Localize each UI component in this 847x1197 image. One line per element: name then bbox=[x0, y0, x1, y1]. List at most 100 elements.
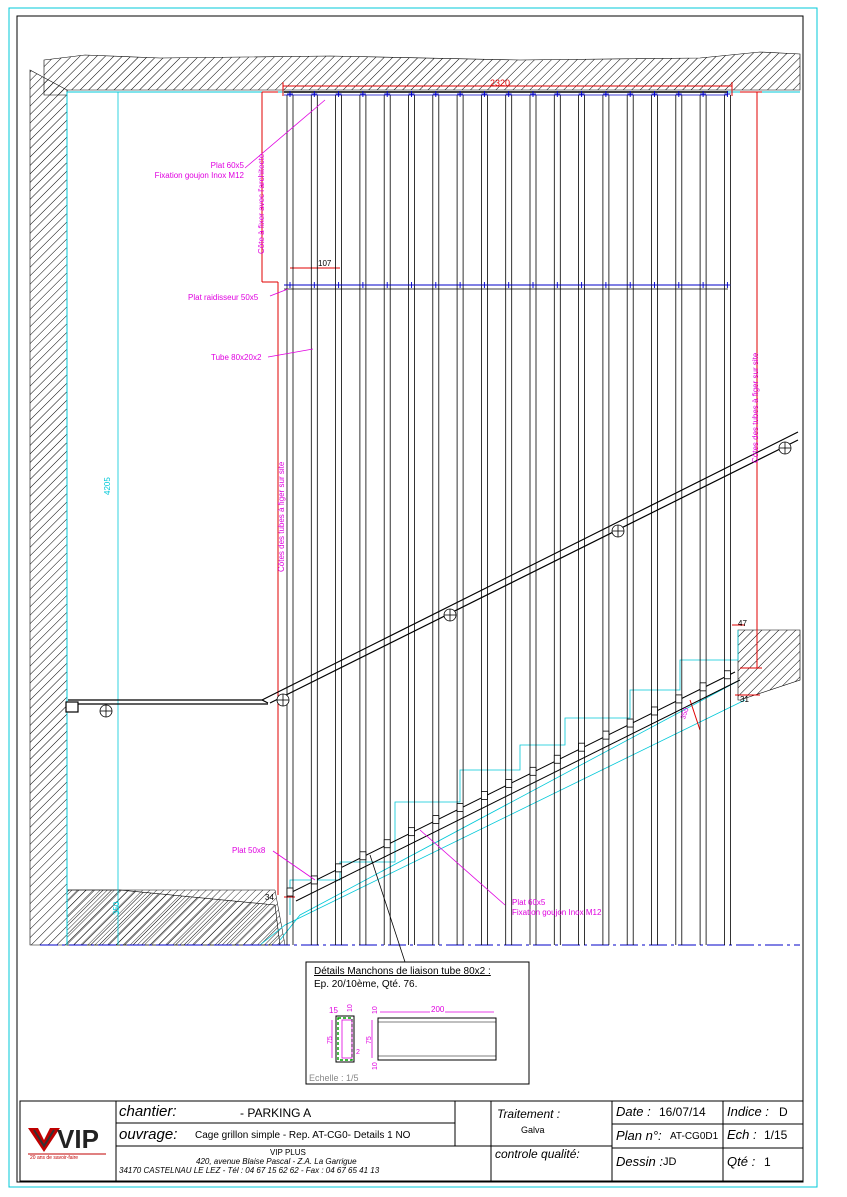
stringer-clip bbox=[286, 887, 294, 897]
fixing-marker bbox=[724, 282, 731, 288]
traitement-value: Galva bbox=[521, 1125, 545, 1135]
traitement-label: Traitement : bbox=[497, 1107, 561, 1121]
address-line1: 420, avenue Blaise Pascal - Z.A. La Garr… bbox=[196, 1157, 357, 1166]
detail-dim-10c: 10 bbox=[372, 1062, 379, 1070]
stringer-clip bbox=[626, 718, 634, 728]
controle-label: controle qualité: bbox=[495, 1147, 580, 1161]
stringer-clip bbox=[529, 766, 537, 776]
stringer-clip bbox=[602, 730, 610, 740]
label-cote-architecte: Côte à fixer avec l'architecte bbox=[257, 153, 266, 254]
vertical-tubes bbox=[286, 95, 731, 945]
fixing-marker bbox=[457, 91, 464, 97]
detail-scale: Echelle : 1/5 bbox=[309, 1073, 359, 1083]
fixing-marker bbox=[627, 91, 634, 97]
stringer-clip bbox=[724, 670, 731, 680]
label-tube: Tube 80x20x2 bbox=[211, 353, 262, 362]
leader-lines bbox=[244, 99, 506, 906]
label-plat-raidisseur: Plat raidisseur 50x5 bbox=[188, 293, 259, 302]
fixing-marker bbox=[627, 282, 634, 288]
fixing-marker bbox=[530, 282, 536, 288]
fixing-marker bbox=[311, 282, 318, 288]
stringer-clip bbox=[359, 851, 367, 861]
fixing-marker bbox=[432, 282, 439, 288]
stringer-fixings bbox=[286, 670, 731, 897]
label-plat-60x5-top-line1: Plat 60x5 bbox=[210, 161, 244, 170]
fixing-marker bbox=[384, 282, 391, 288]
chantier-label: chantier: bbox=[119, 1103, 177, 1120]
qte-value: 1 bbox=[764, 1155, 771, 1169]
fixing-marker bbox=[287, 91, 293, 97]
fixing-marker bbox=[457, 282, 464, 288]
svg-text:20 ans de savoir-faire: 20 ans de savoir-faire bbox=[30, 1155, 78, 1161]
fixing-marker bbox=[408, 282, 415, 288]
label-plat-60x5-bottom-line1: Plat 60x5 bbox=[512, 898, 546, 907]
stringer-clip bbox=[578, 742, 585, 752]
fixing-marker bbox=[311, 91, 318, 97]
dessin-value: JD bbox=[663, 1156, 677, 1168]
fixing-marker bbox=[602, 91, 609, 97]
plan-label: Plan n°: bbox=[616, 1128, 662, 1143]
dim-350-bottom: 350 bbox=[112, 901, 121, 915]
fixing-marker bbox=[578, 282, 585, 288]
fixing-marker bbox=[700, 282, 707, 288]
fixing-marker bbox=[602, 282, 609, 288]
label-cotes-tubes-left: Côtes des tubes à figer sur site bbox=[277, 461, 286, 572]
fixing-marker bbox=[675, 91, 682, 97]
fixing-marker bbox=[651, 91, 658, 97]
fixing-marker bbox=[384, 91, 391, 97]
fixing-marker bbox=[505, 91, 512, 97]
dim-107: 107 bbox=[318, 259, 332, 268]
date-label: Date : bbox=[616, 1104, 651, 1119]
ech-label: Ech : bbox=[727, 1127, 757, 1142]
stringer-clip bbox=[651, 706, 658, 716]
fixing-marker bbox=[675, 282, 682, 288]
indice-label: Indice : bbox=[727, 1104, 769, 1119]
fixing-marker bbox=[505, 282, 512, 288]
dim-31: 31 bbox=[740, 695, 749, 704]
stringer-clip bbox=[553, 754, 561, 764]
detail-subtitle: Ep. 20/10ème, Qté. 76. bbox=[314, 979, 418, 990]
label-plat-60x5-bottom: Plat 60x5 Fixation goujon Inox M12 bbox=[512, 898, 601, 918]
red-dimensions bbox=[261, 82, 762, 898]
fixing-marker bbox=[481, 282, 488, 288]
dim-47: 47 bbox=[738, 619, 747, 628]
sheet-frame-outer bbox=[8, 7, 818, 1188]
stringer-clip bbox=[505, 778, 513, 788]
stringer-clip bbox=[456, 803, 464, 812]
dim-34: 34 bbox=[265, 893, 274, 902]
stringer-clip bbox=[432, 815, 440, 824]
date-value: 16/07/14 bbox=[659, 1105, 706, 1119]
company-name: VIP PLUS bbox=[270, 1148, 306, 1157]
stringer-clip bbox=[675, 694, 683, 704]
title-block bbox=[19, 1100, 804, 1182]
ech-value: 1/15 bbox=[764, 1128, 788, 1142]
dessin-label: Dessin : bbox=[616, 1154, 663, 1169]
wall-hatch-top bbox=[43, 51, 801, 96]
vip-logo: VIP 20 ans de savoir-faire bbox=[28, 1124, 106, 1161]
wall-hatch-bottom bbox=[66, 889, 286, 946]
detail-dim-15: 15 bbox=[329, 1006, 338, 1015]
label-cotes-tubes-right: Côtes des tubes à figer sur site bbox=[751, 352, 760, 463]
fixing-marker bbox=[481, 91, 488, 97]
fixing-marker bbox=[530, 91, 536, 97]
detail-dim-2: 2 bbox=[356, 1049, 360, 1056]
dim-total-width: 2320 bbox=[490, 78, 511, 88]
label-plat-50x8: Plat 50x8 bbox=[232, 846, 266, 855]
wall-hatch-right bbox=[737, 629, 801, 701]
stringer-clip bbox=[699, 682, 707, 692]
fixing-marker bbox=[432, 91, 439, 97]
stringer-clip bbox=[335, 863, 343, 873]
detail-dim-10a: 10 bbox=[347, 1004, 354, 1012]
fixing-marker bbox=[287, 282, 293, 288]
fixing-marker bbox=[359, 282, 366, 288]
chantier-value: - PARKING A bbox=[240, 1106, 312, 1120]
fixing-marker bbox=[359, 91, 366, 97]
handrail-brackets bbox=[99, 441, 792, 718]
handrail bbox=[65, 431, 799, 713]
detail-drawing bbox=[331, 1011, 497, 1063]
fixing-marker bbox=[700, 91, 707, 97]
fixing-marker bbox=[554, 91, 561, 97]
label-plat-60x5-top: Plat 60x5 Fixation goujon Inox M12 bbox=[136, 161, 244, 181]
fixing-marker bbox=[335, 282, 342, 288]
